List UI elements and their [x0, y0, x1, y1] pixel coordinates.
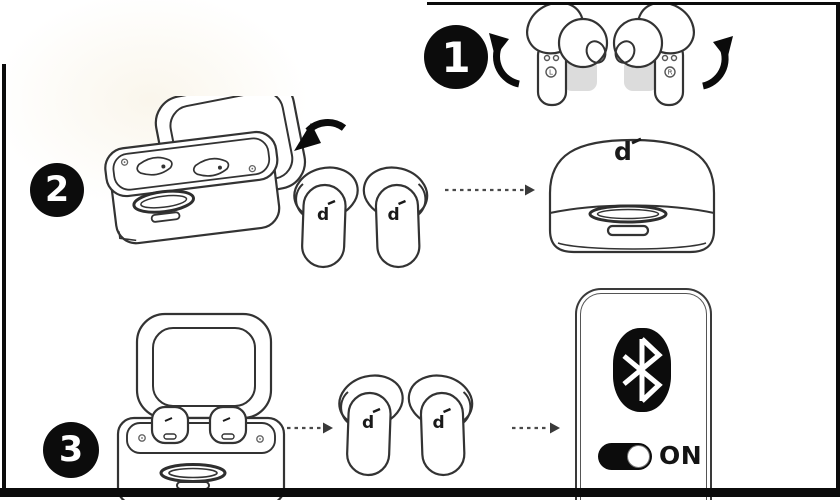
dashed-arrow-icon: [445, 184, 535, 196]
close-lid-arrow-icon: [294, 119, 347, 151]
step-2-badge: 2: [30, 163, 84, 217]
soundcore-logo-icon: d: [317, 205, 329, 225]
left-earbud-marker: L: [549, 69, 553, 77]
step-3-number: 3: [58, 430, 84, 470]
earbuds-front-view: d d: [338, 374, 474, 477]
step-3-badge: 3: [43, 422, 99, 478]
bluetooth-on-label: ON: [659, 441, 703, 470]
open-case-perspective: [104, 96, 307, 245]
earbuds-front-view: d d: [293, 166, 429, 269]
dashed-arrow-icon: [287, 422, 333, 434]
right-earbud: [362, 166, 429, 269]
case-button: [132, 189, 195, 214]
soundcore-logo-icon: d: [614, 137, 632, 166]
left-earbud: [293, 166, 359, 269]
case-indicator-slot: [606, 224, 650, 237]
right-earbud: [407, 374, 474, 477]
frame-border-bottom: [0, 488, 840, 497]
soundcore-logo-icon: d: [362, 413, 374, 433]
phone-screen: [580, 293, 707, 500]
right-earbud-marker: R: [668, 69, 673, 77]
step-1-number: 1: [441, 32, 471, 82]
right-earbud-in-case: [208, 405, 248, 445]
dashed-arrow-icon: [512, 422, 560, 434]
frame-border-top: [427, 2, 840, 5]
smartphone: ON: [575, 288, 712, 500]
toggle-knob: [627, 445, 650, 468]
earbuds-top-view: L R: [526, 2, 695, 107]
right-earbud-socket: [192, 157, 230, 177]
closed-case: d: [548, 137, 716, 254]
right-earbud-top: [612, 2, 695, 107]
case-button: [588, 204, 668, 224]
soundcore-logo-icon: d: [388, 205, 400, 225]
case-indicator-slot: [150, 211, 181, 223]
left-earbud: [338, 374, 404, 477]
step-1-badge: 1: [424, 25, 488, 89]
soundcore-logo-icon: d: [433, 413, 445, 433]
bluetooth-icon: [613, 328, 671, 412]
case-lid-open: [135, 312, 273, 420]
left-earbud-top: [526, 2, 609, 107]
case-base: [104, 130, 281, 245]
left-earbud-socket: [136, 156, 173, 176]
rotate-cw-arrow-icon: [702, 36, 733, 90]
toggle-switch-on: [598, 443, 652, 470]
left-earbud-in-case: [150, 405, 190, 445]
frame-border-right: [836, 2, 840, 497]
step-2-number: 2: [44, 170, 70, 210]
open-case-front-with-earbuds: [116, 312, 286, 500]
rotate-ccw-arrow-icon: [489, 33, 520, 88]
frame-border-left: [2, 64, 6, 497]
